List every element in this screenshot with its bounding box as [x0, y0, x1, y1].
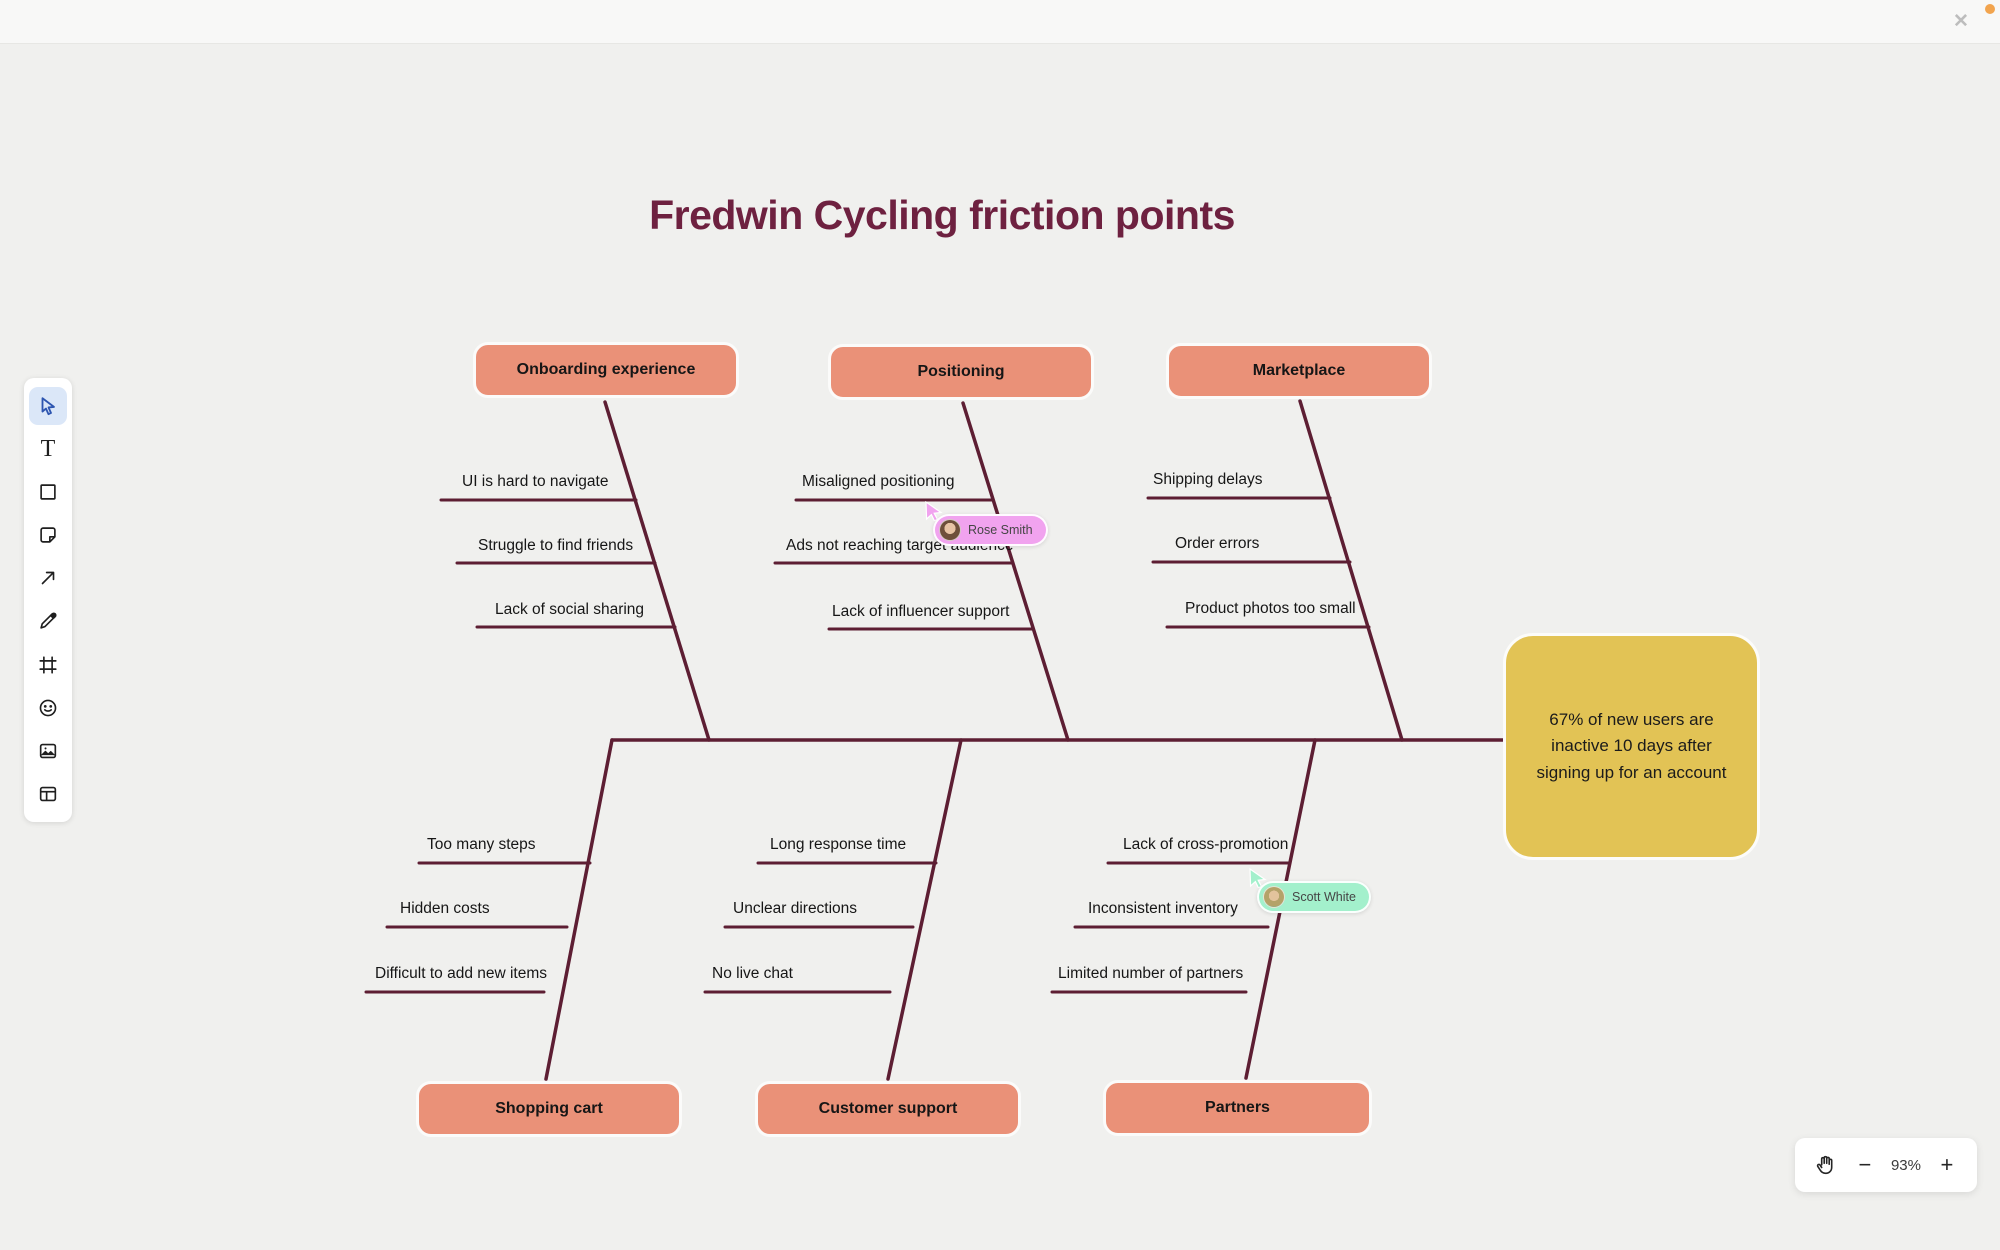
pencil-icon	[40, 612, 57, 630]
category-box-onboarding[interactable]: Onboarding experience	[473, 342, 739, 398]
cause-label[interactable]: Hidden costs	[400, 900, 490, 917]
avatar	[1263, 886, 1285, 908]
page-title[interactable]: Fredwin Cycling friction points	[649, 192, 1235, 238]
cause-label[interactable]: Product photos too small	[1185, 600, 1356, 617]
pencil-tool-button[interactable]	[29, 602, 67, 640]
collaborator-name: Rose Smith	[968, 523, 1033, 537]
cause-label[interactable]: Difficult to add new items	[375, 965, 548, 982]
cause-label[interactable]: Long response time	[770, 836, 907, 853]
problem-sticky-note[interactable]: 67% of new users are inactive 10 days af…	[1503, 633, 1760, 860]
hand-icon	[1816, 1155, 1833, 1175]
cause-label[interactable]: UI is hard to navigate	[462, 473, 609, 490]
cause-label[interactable]: No live chat	[712, 965, 793, 982]
category-box-shopping-cart[interactable]: Shopping cart	[416, 1081, 682, 1137]
category-box-marketplace[interactable]: Marketplace	[1166, 343, 1432, 399]
smiley-icon	[39, 699, 57, 716]
zoom-controls: − 93% +	[1795, 1138, 1977, 1192]
cause-label[interactable]: Lack of social sharing	[495, 601, 645, 618]
cause-label[interactable]: Inconsistent inventory	[1088, 900, 1238, 917]
category-box-partners[interactable]: Partners	[1103, 1080, 1372, 1136]
sticky-note-tool-button[interactable]	[29, 516, 67, 554]
layout-icon	[39, 786, 57, 802]
problem-text: 67% of new users are inactive 10 days af…	[1536, 709, 1727, 782]
cursor-icon	[41, 397, 55, 416]
top-bar: ✕	[0, 0, 2000, 44]
cause-label[interactable]: Order errors	[1175, 535, 1260, 552]
collaborator-name: Scott White	[1292, 890, 1356, 904]
cause-label[interactable]: Misaligned positioning	[802, 473, 955, 490]
sticky-note-icon	[40, 527, 56, 544]
arrow-icon	[41, 572, 55, 585]
zoom-out-button[interactable]: −	[1858, 1152, 1872, 1177]
cause-label[interactable]: Unclear directions	[733, 900, 858, 917]
cause-label[interactable]: Lack of influencer support	[832, 603, 1010, 620]
pan-hand-button[interactable]	[1811, 1151, 1839, 1179]
shape-tool-button[interactable]	[29, 473, 67, 511]
avatar	[939, 519, 961, 541]
text-tool-button[interactable]: T	[29, 430, 67, 468]
zoom-in-button[interactable]: +	[1940, 1152, 1954, 1177]
cause-label[interactable]: Struggle to find friends	[478, 537, 634, 554]
close-icon[interactable]: ✕	[1953, 11, 1969, 32]
image-icon	[39, 743, 57, 758]
arrow-tool-button[interactable]	[29, 559, 67, 597]
category-box-customer-support[interactable]: Customer support	[755, 1081, 1021, 1137]
emoji-tool-button[interactable]	[29, 689, 67, 727]
cause-label[interactable]: Too many steps	[427, 836, 536, 853]
tool-palette: T	[24, 378, 72, 822]
cause-label[interactable]: Lack of cross-promotion	[1123, 836, 1289, 853]
frame-icon	[39, 655, 57, 674]
zoom-level[interactable]: 93%	[1890, 1156, 1921, 1174]
square-icon	[40, 484, 56, 500]
cause-label[interactable]: Limited number of partners	[1058, 965, 1244, 982]
notification-dot	[1985, 4, 1995, 14]
select-tool-button[interactable]	[29, 387, 67, 426]
cause-label[interactable]: Shipping delays	[1153, 471, 1263, 488]
collaborator-badge: Rose Smith	[933, 514, 1048, 546]
layout-tool-button[interactable]	[29, 775, 67, 813]
image-tool-button[interactable]	[29, 732, 67, 770]
category-box-positioning[interactable]: Positioning	[828, 344, 1094, 400]
collaborator-badge: Scott White	[1257, 881, 1371, 913]
whiteboard-canvas[interactable]: Fredwin Cycling friction points Onboardi…	[0, 44, 2000, 1250]
text-icon: T	[40, 436, 56, 463]
frame-tool-button[interactable]	[29, 646, 67, 684]
